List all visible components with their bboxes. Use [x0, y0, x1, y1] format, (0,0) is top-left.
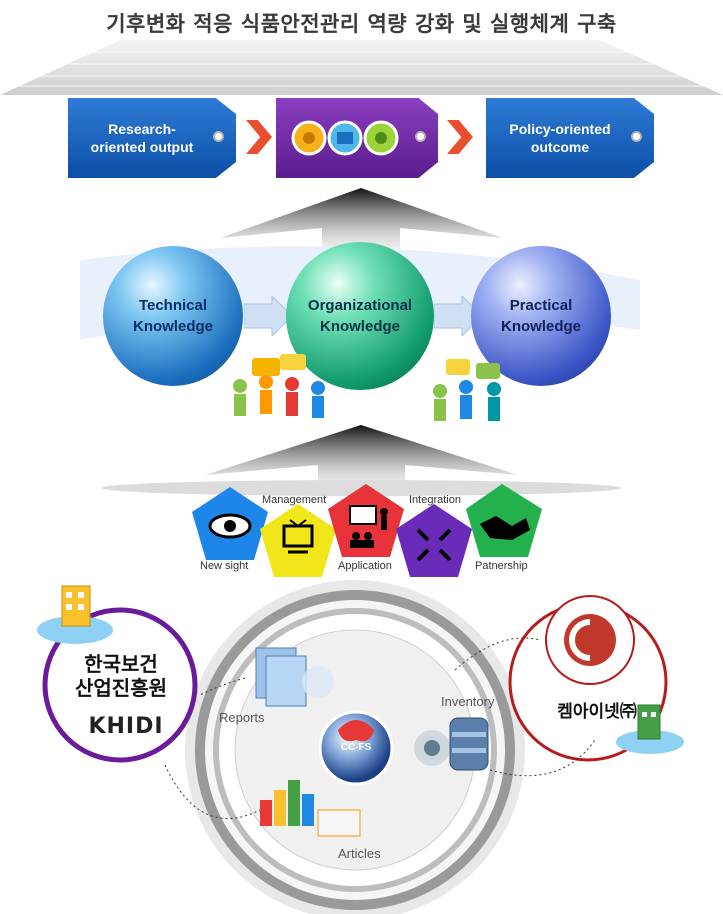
- khidi-name: 한국보건 산업진흥원: [75, 652, 167, 700]
- pentagon-label-management: Management: [262, 494, 327, 506]
- pentagon-row: [192, 484, 542, 577]
- cc-fs-label: CC-FS: [340, 742, 372, 753]
- tag-hole-icon: [631, 131, 642, 142]
- organizational-knowledge-sphere: Organizational Knowledge: [286, 242, 434, 390]
- arrow-right-icon: [244, 296, 292, 336]
- policy-outcome-label: Policy-oriented outcome: [509, 121, 611, 155]
- articles-label: Articles: [338, 846, 381, 861]
- reports-label: Reports: [219, 710, 265, 725]
- inventory-label: Inventory: [441, 694, 495, 709]
- research-output-label: Research-oriented output: [90, 121, 194, 155]
- organizational-knowledge-label: Organizational Knowledge: [307, 297, 413, 335]
- presentation-icon: [328, 484, 404, 557]
- gear-icons-group: [291, 120, 399, 156]
- cheminet-name: 켐아이넷㈜: [557, 702, 637, 722]
- khidi-logo: KHIDI: [88, 714, 164, 739]
- chevron-right-icon: [447, 120, 473, 154]
- page-title: 기후변화 적응 식품안전관리 역량 강화 및 실행체계 구축: [106, 12, 617, 36]
- people-puzzle-icon: [433, 359, 501, 421]
- up-arrow-top: [220, 188, 503, 250]
- technical-knowledge-label: Technical Knowledge: [132, 297, 213, 335]
- tag-hole-icon: [415, 131, 426, 142]
- perspective-floor: [0, 40, 723, 95]
- building-icon: [616, 704, 684, 754]
- center-icon-tag: [276, 98, 438, 178]
- policy-outcome-tag: Policy-oriented outcome: [486, 98, 654, 178]
- chevron-right-icon: [246, 120, 272, 154]
- practical-knowledge-sphere: Practical Knowledge: [471, 246, 611, 386]
- practical-knowledge-label: Practical Knowledge: [500, 297, 581, 335]
- people-puzzle-icon: [233, 354, 325, 418]
- tv-icon: [260, 504, 336, 577]
- database-icon: [449, 717, 489, 771]
- pentagon-label-application: Application: [338, 560, 392, 572]
- research-output-tag: Research-oriented output: [68, 98, 236, 178]
- up-arrow-bottom: [205, 425, 518, 487]
- converge-arrows-icon: [396, 504, 472, 577]
- system-diagram: [37, 580, 684, 914]
- eye-icon: [192, 487, 268, 560]
- tag-hole-icon: [213, 131, 224, 142]
- handshake-icon: [466, 484, 542, 557]
- technical-knowledge-sphere: Technical Knowledge: [103, 246, 243, 386]
- pentagon-label-new-sight: New sight: [200, 560, 249, 572]
- building-icon: [37, 585, 113, 644]
- pentagon-label-integration: Integration: [409, 494, 461, 506]
- pentagon-label-patnership: Patnership: [475, 560, 528, 572]
- cni-logo: [545, 595, 635, 685]
- articles-chart-icon: [260, 800, 272, 826]
